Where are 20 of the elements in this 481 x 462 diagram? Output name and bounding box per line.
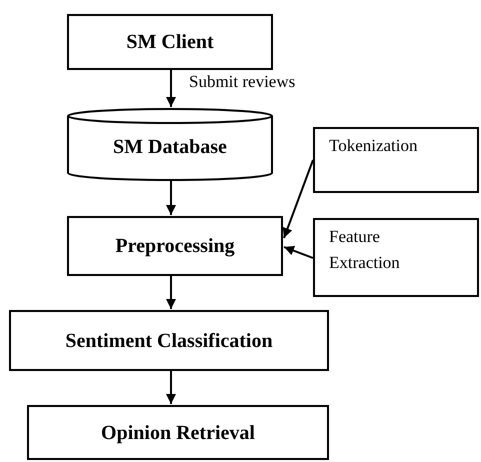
node-label: Preprocessing bbox=[115, 234, 235, 259]
process-box bbox=[67, 216, 283, 276]
arrow bbox=[166, 70, 176, 107]
database-cylinder bbox=[67, 108, 273, 181]
process-box bbox=[313, 218, 479, 297]
process-box bbox=[27, 405, 329, 460]
node-label: SM Database bbox=[113, 134, 227, 160]
process-box bbox=[313, 127, 479, 193]
process-box bbox=[9, 310, 329, 371]
node-label: SM Client bbox=[126, 30, 214, 55]
node-label: Opinion Retrieval bbox=[101, 420, 255, 446]
node-label: Feature Extraction bbox=[329, 226, 401, 274]
arrow bbox=[284, 246, 314, 259]
node-label: Tokenization bbox=[329, 135, 419, 157]
arrow bbox=[166, 181, 176, 215]
arrow bbox=[166, 371, 176, 404]
arrow bbox=[282, 160, 314, 238]
arrow bbox=[166, 276, 176, 309]
node-label: Sentiment Classification bbox=[65, 328, 273, 354]
process-box bbox=[67, 14, 273, 70]
